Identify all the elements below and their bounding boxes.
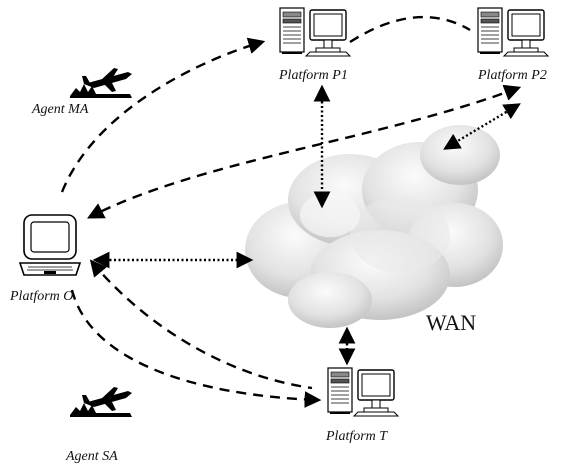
wan-label: WAN <box>426 310 476 335</box>
platform-p1-label: Platform P1 <box>278 68 348 83</box>
agent-ma-label: Agent MA <box>31 102 89 117</box>
platform-o-laptop-icon <box>18 214 82 276</box>
path-p2-to-o <box>87 84 522 219</box>
agent-ma-airplane-icon <box>70 68 132 98</box>
platform-p1-server-icon <box>279 7 351 57</box>
path-p1-to-p2 <box>349 15 471 44</box>
wan-cloud-icon <box>245 125 503 328</box>
path-o-to-p1 <box>60 37 266 193</box>
path-o-to-t-lower <box>70 289 322 408</box>
path-o-to-t-upper <box>89 259 313 390</box>
agent-sa-label: Agent SA <box>65 449 118 464</box>
platform-t-label: Platform T <box>325 429 388 444</box>
agent-paths <box>60 15 522 408</box>
link-p2-wan <box>443 103 521 150</box>
platform-p2-label: Platform P2 <box>477 68 547 83</box>
platform-p2-server-icon <box>477 7 549 57</box>
platform-o-label: Platform O <box>9 289 73 304</box>
platform-t-server-icon <box>327 367 399 417</box>
agent-sa-airplane-icon <box>70 387 132 417</box>
network-links <box>92 84 521 366</box>
